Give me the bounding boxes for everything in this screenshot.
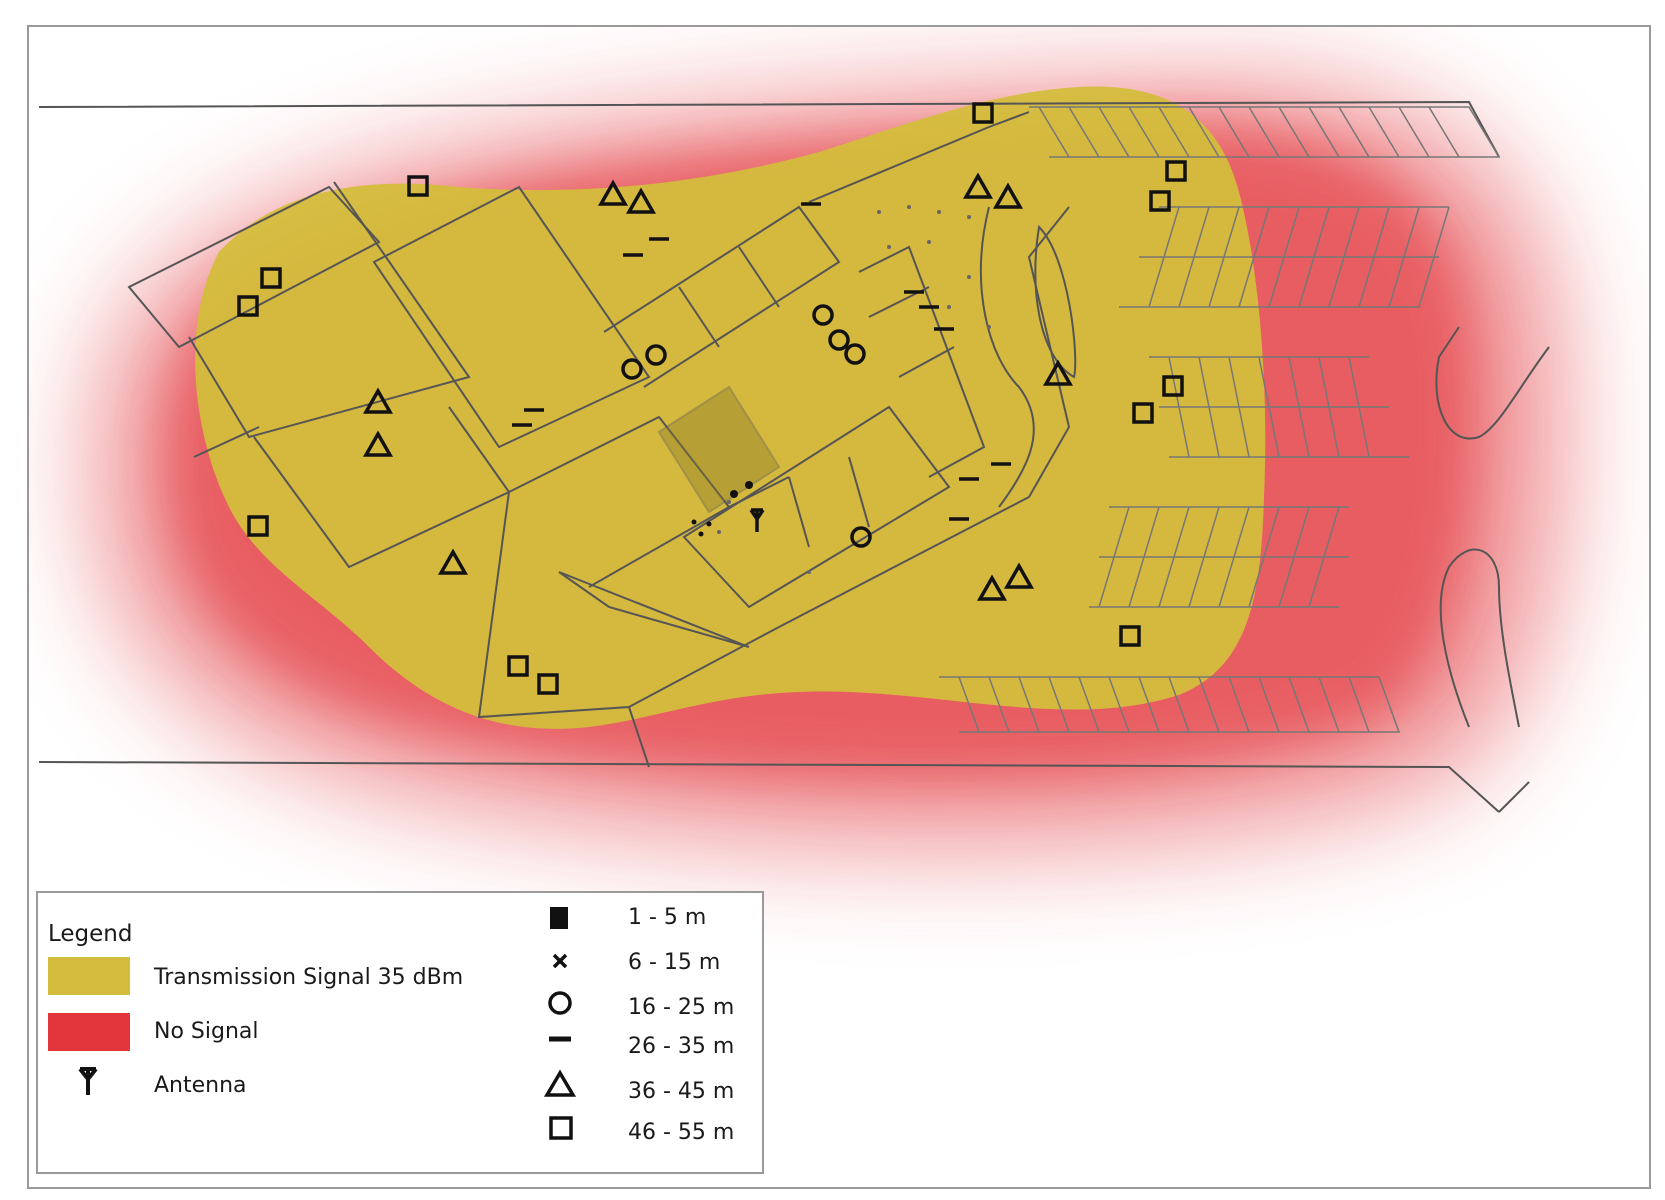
legend-title: Legend [48, 921, 133, 947]
antenna-icon [78, 1067, 98, 1095]
circle-markers [621, 304, 872, 548]
dash-icon [549, 1036, 571, 1042]
circle-icon [548, 991, 572, 1015]
legend-no-signal-label: No Signal [154, 1019, 259, 1044]
coverage-map [38, 81, 1562, 847]
triangle-icon [544, 1069, 576, 1097]
antenna-icon [749, 508, 765, 532]
triangle-markers [362, 172, 1074, 601]
range-26-35-label: 26 - 35 m [628, 1034, 735, 1059]
yellow-swatch [48, 957, 130, 995]
dash-markers [512, 202, 1011, 521]
site-plan [38, 100, 1550, 813]
range-1-5-label: 1 - 5 m [628, 905, 707, 930]
parking-lots [939, 106, 1501, 733]
filled-square-icon [550, 907, 568, 929]
legend-antenna-label: Antenna [154, 1073, 247, 1098]
cross-icon [552, 953, 568, 969]
range-16-25-label: 16 - 25 m [628, 995, 735, 1020]
red-swatch [48, 1013, 130, 1051]
range-36-45-label: 36 - 45 m [628, 1079, 735, 1104]
legend: Legend Transmission Signal 35 dBm No Sig… [36, 891, 764, 1174]
measurement-markers [237, 102, 1187, 695]
legend-signal-label: Transmission Signal 35 dBm [154, 965, 464, 990]
range-6-15-label: 6 - 15 m [628, 950, 721, 975]
walkway-dots [717, 205, 991, 574]
square-markers [237, 102, 1187, 695]
range-46-55-label: 46 - 55 m [628, 1120, 735, 1145]
near-antenna-markers [691, 481, 753, 537]
square-icon [549, 1116, 573, 1140]
